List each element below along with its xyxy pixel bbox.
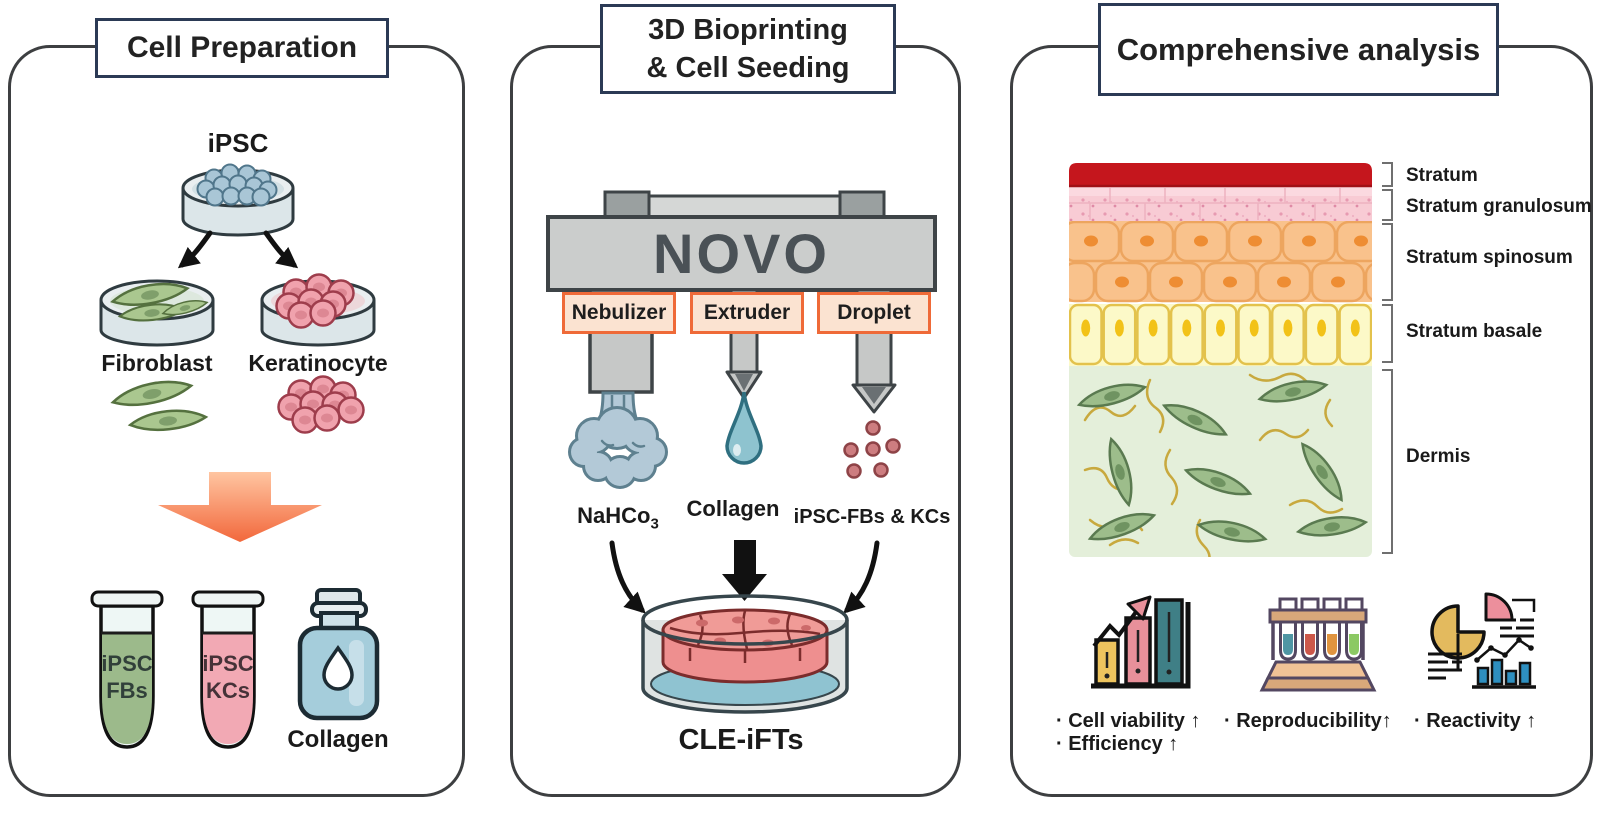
panel2-title-line1: 3D Bioprinting bbox=[648, 14, 848, 46]
collagen-droplet-icon bbox=[725, 391, 763, 465]
printed-tissue bbox=[661, 608, 829, 684]
nahco3-label: NaHCo3 bbox=[558, 503, 678, 532]
collagen-bottle-label: Collagen bbox=[287, 726, 389, 753]
panel2-title: 3D Bioprinting & Cell Seeding bbox=[600, 4, 896, 94]
droplet-head-text: Droplet bbox=[837, 301, 911, 324]
panel1-title: Cell Preparation bbox=[95, 18, 389, 78]
tube-kcs-line1: iPSC bbox=[202, 651, 254, 676]
printer-brand-label: NOVO bbox=[653, 222, 830, 285]
loose-fibroblast-cells bbox=[109, 374, 208, 435]
process-arrow-down bbox=[158, 472, 322, 542]
panel3-title-text: Comprehensive analysis bbox=[1116, 31, 1481, 67]
pie-report-icon bbox=[1428, 592, 1536, 689]
collagen-material-label: Collagen bbox=[686, 496, 780, 521]
test-tube-rack-icon bbox=[1259, 597, 1377, 692]
loose-keratinocyte-cluster bbox=[277, 375, 365, 434]
seeding-arrows bbox=[609, 540, 880, 614]
nebulizer-head-label: Nebulizer bbox=[562, 292, 676, 334]
keratinocyte-label: Keratinocyte bbox=[248, 350, 388, 376]
tube-fbs-line2: FBs bbox=[106, 678, 148, 703]
extruder-head-label: Extruder bbox=[690, 292, 804, 334]
layer-label-granulosum: Stratum granulosum bbox=[1406, 196, 1592, 217]
mist-cloud-icon bbox=[568, 391, 668, 489]
panel1-title-text: Cell Preparation bbox=[126, 31, 358, 64]
droplet-head-label: Droplet bbox=[817, 292, 931, 334]
tube-fbs-line1: iPSC bbox=[101, 651, 153, 676]
metric-reactivity: · Reactivity ↑ bbox=[1414, 710, 1537, 732]
tube-fbs-label: iPSC FBs bbox=[97, 650, 157, 704]
keratinocyte-dish bbox=[260, 273, 376, 347]
nahco3-base: NaHCo bbox=[577, 503, 651, 528]
layer-stratum-corneum bbox=[1069, 163, 1372, 187]
layer-stratum-basale bbox=[1069, 303, 1372, 366]
ipsc-fbs-kcs-label: iPSC-FBs & KCs bbox=[793, 506, 951, 528]
layer-stratum-granulosum bbox=[1069, 187, 1372, 221]
layer-stratum-spinosum bbox=[1069, 220, 1372, 303]
skin-cross-section bbox=[1069, 163, 1372, 557]
cell-droplets-icon bbox=[843, 420, 901, 479]
cle-ifts-label: CLE-iFTs bbox=[678, 724, 804, 756]
ipsc-label: iPSC bbox=[207, 128, 269, 158]
panel3-title: Comprehensive analysis bbox=[1098, 3, 1499, 96]
fibroblast-dish bbox=[99, 277, 215, 347]
collagen-bottle bbox=[297, 588, 380, 721]
bar-chart-growth-icon bbox=[1091, 595, 1191, 689]
metric-cell-viability: · Cell viability ↑ bbox=[1056, 710, 1201, 732]
nebulizer-head-text: Nebulizer bbox=[571, 301, 667, 324]
tube-ipsc-fbs bbox=[90, 590, 164, 749]
fibroblast-label: Fibroblast bbox=[101, 350, 213, 376]
differentiation-arrows bbox=[177, 230, 299, 269]
cle-ifts-dish bbox=[641, 594, 849, 714]
extruder-head-text: Extruder bbox=[703, 301, 791, 324]
layer-label-spinosum: Stratum spinosum bbox=[1406, 247, 1573, 268]
nahco3-subscript: 3 bbox=[650, 515, 659, 533]
tube-kcs-line2: KCs bbox=[205, 678, 250, 703]
metric-reproducibility: · Reproducibility↑ bbox=[1224, 710, 1392, 732]
metric-efficiency: · Efficiency ↑ bbox=[1056, 733, 1179, 755]
panel2-title-line2: & Cell Seeding bbox=[646, 52, 850, 84]
rack-tubes bbox=[1279, 622, 1363, 661]
layer-label-basale: Stratum basale bbox=[1406, 321, 1543, 342]
layer-brackets bbox=[1382, 162, 1393, 554]
tube-kcs-label: iPSC KCs bbox=[198, 650, 258, 704]
ipsc-dish bbox=[181, 163, 295, 237]
ipsc-colony-cells bbox=[196, 163, 278, 207]
layer-label-stratum: Stratum bbox=[1406, 165, 1478, 186]
tube-ipsc-kcs bbox=[191, 590, 265, 749]
layer-label-dermis: Dermis bbox=[1406, 446, 1471, 467]
droplet-icon bbox=[322, 644, 354, 691]
